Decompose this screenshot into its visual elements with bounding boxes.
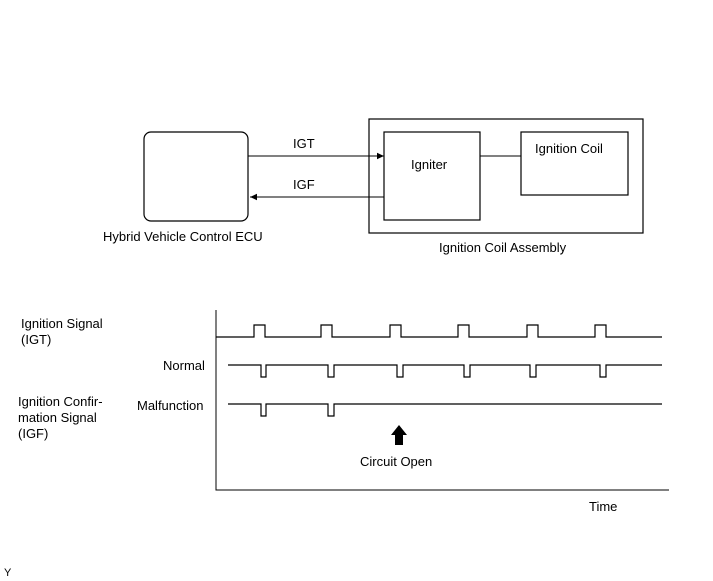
igniter-label: Igniter	[411, 157, 448, 172]
ignition-coil-label: Ignition Coil	[535, 141, 603, 156]
igf-signal-label-line2: mation Signal	[18, 410, 97, 425]
circuit-open-arrow-icon	[391, 425, 407, 445]
igt-waveform	[216, 324, 662, 338]
time-axis-label: Time	[589, 499, 618, 514]
igf-label: IGF	[293, 177, 315, 192]
igt-label: IGT	[293, 136, 315, 151]
ecu-box	[143, 131, 249, 222]
igf-signal-label-line3: (IGF)	[18, 426, 49, 441]
igniter-box	[383, 131, 481, 221]
circuit-open-label: Circuit Open	[360, 454, 433, 469]
igt-signal-label-line2: (IGT)	[21, 332, 52, 347]
ignition-coil-box	[520, 131, 629, 196]
ignition-coil-assembly-box	[368, 118, 644, 234]
corner-mark: Y	[4, 567, 12, 579]
chart-axes	[215, 310, 669, 491]
igf-malfunction-waveform	[228, 403, 662, 417]
ecu-label: Hybrid Vehicle Control ECU	[103, 229, 263, 244]
ignition-coil-assembly-label: Ignition Coil Assembly	[439, 240, 567, 255]
igf-signal-label: Ignition Confir- mation Signal (IGF)	[18, 394, 103, 442]
malfunction-label: Malfunction	[137, 398, 204, 413]
igt-signal-label: Ignition Signal (IGT)	[21, 316, 103, 348]
igt-signal-label-line1: Ignition Signal	[21, 316, 103, 331]
igf-signal-label-line1: Ignition Confir-	[18, 394, 103, 409]
normal-label: Normal	[163, 358, 205, 373]
igf-normal-waveform	[228, 364, 662, 378]
